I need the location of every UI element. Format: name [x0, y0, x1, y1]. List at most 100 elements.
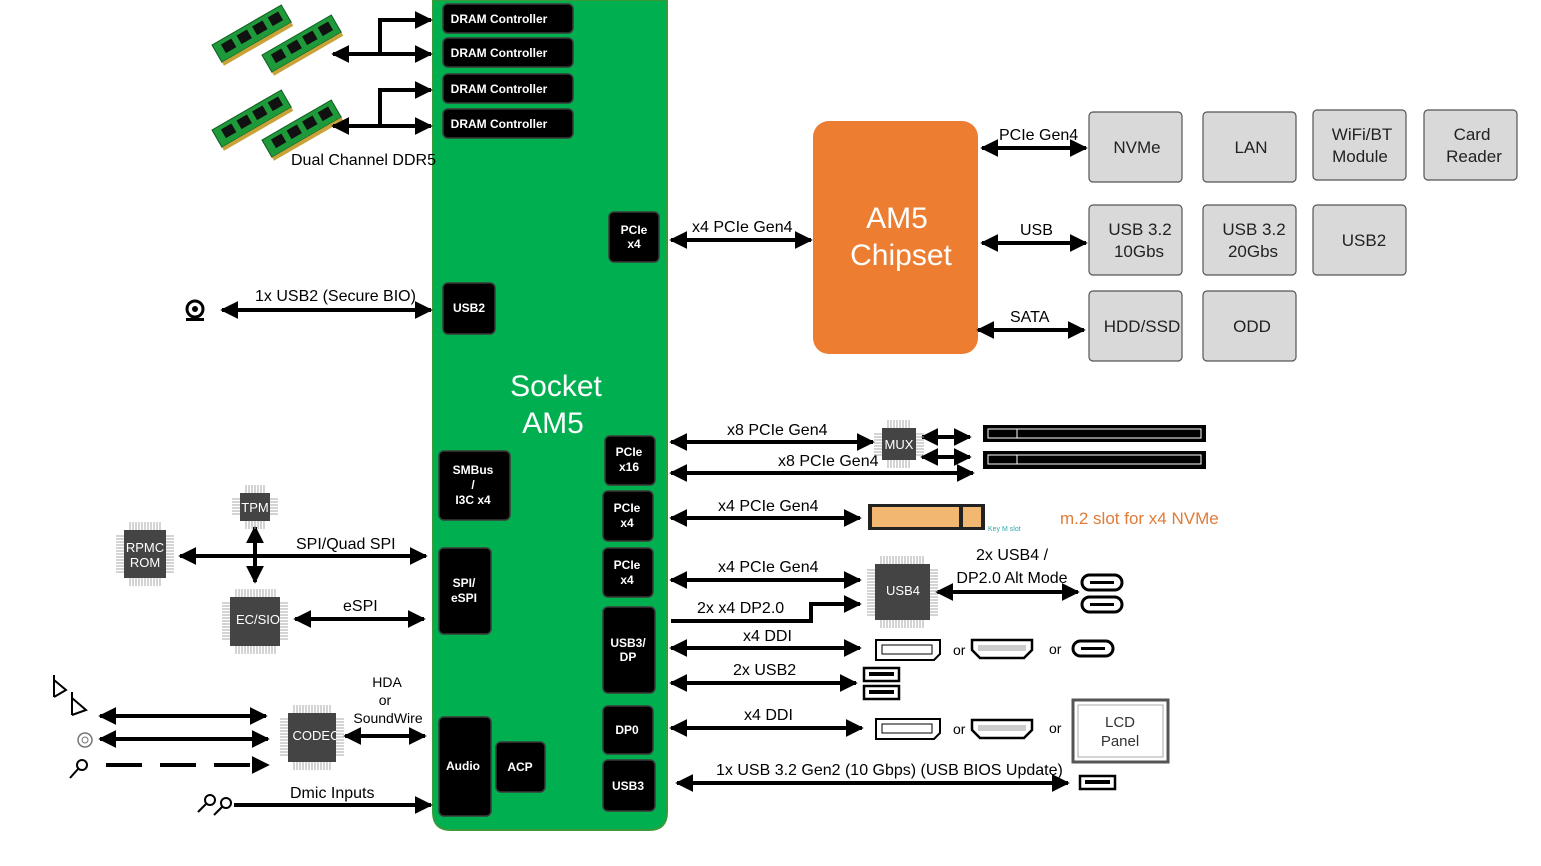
chipset-sata-label: SATA	[1010, 309, 1050, 326]
ddr5-label: Dual Channel DDR5	[291, 152, 436, 169]
svg-text:CODEC: CODEC	[293, 728, 340, 743]
svg-text:10Gbs: 10Gbs	[1114, 242, 1164, 261]
displayport-icon	[875, 639, 941, 661]
svg-text:WiFi/BT: WiFi/BT	[1332, 125, 1392, 144]
svg-text:USB4: USB4	[886, 583, 920, 598]
m2-key-label: Key M slot	[988, 526, 1021, 533]
mux-chip: MUX	[882, 428, 916, 460]
hda-label: HDA	[372, 674, 402, 690]
svg-text:USB 3.2: USB 3.2	[1222, 220, 1285, 239]
chipset-title: AM5	[866, 202, 928, 235]
svg-text:Audio: Audio	[446, 759, 480, 773]
dram-controller: DRAM Controller	[442, 73, 574, 104]
or-label: or	[953, 721, 966, 737]
audio-block: Audio	[438, 716, 492, 817]
m2-slot-icon	[868, 504, 985, 530]
svg-text:ODD: ODD	[1233, 317, 1271, 336]
svg-text:/: /	[471, 478, 475, 492]
dp20-label: 2x x4 DP2.0	[697, 600, 784, 617]
svg-text:NVMe: NVMe	[1113, 138, 1160, 157]
svg-text:EC/SIO: EC/SIO	[236, 612, 280, 627]
acp-block: ACP	[495, 741, 546, 793]
usb-c-port-icon	[1080, 595, 1124, 614]
svg-text:PCIe: PCIe	[616, 445, 643, 459]
usb2-bio-label: 1x USB2 (Secure BIO)	[255, 288, 416, 305]
chip-pins	[116, 420, 938, 770]
device-odd: ODD	[1202, 290, 1297, 362]
usb4-chip: USB4	[875, 564, 930, 620]
device-lan: LAN	[1202, 111, 1297, 183]
usb-c-port-icon	[1071, 639, 1115, 658]
chipset-usb-label: USB	[1020, 222, 1053, 239]
svg-text:ROM: ROM	[130, 555, 160, 570]
svg-text:USB3: USB3	[612, 779, 644, 793]
ddi-label: x4 DDI	[743, 628, 792, 645]
am5-chipset	[813, 121, 978, 354]
svg-text:HDD/SSD: HDD/SSD	[1104, 317, 1181, 336]
or-label: or	[1049, 720, 1062, 736]
svg-text:RPMC: RPMC	[126, 540, 164, 555]
dp20-arrow	[671, 595, 862, 623]
usb-c-port-icon	[1080, 573, 1124, 592]
or-label: or	[953, 642, 966, 658]
usb4-link-label: x4 PCIe Gen4	[718, 559, 819, 576]
svg-text:USB2: USB2	[453, 301, 485, 315]
usb-a-port-icon	[862, 684, 901, 701]
or-label: or	[1049, 641, 1062, 657]
ec-sio-chip: EC/SIO	[230, 597, 280, 646]
chipset-title: Chipset	[850, 239, 952, 272]
m2-slot-label: m.2 slot for x4 NVMe	[1060, 509, 1219, 528]
dp0-block: DP0	[602, 705, 654, 755]
microphone-icon	[69, 759, 88, 779]
dmic-label: Dmic Inputs	[290, 785, 374, 802]
speaker-icon	[53, 675, 88, 716]
smbus-block: SMBus/I3C x4	[438, 450, 511, 521]
espi-label: eSPI	[343, 598, 378, 615]
svg-text:DRAM Controller: DRAM Controller	[451, 82, 548, 96]
svg-text:TPM: TPM	[241, 500, 268, 515]
svg-text:USB 3.2: USB 3.2	[1108, 220, 1171, 239]
svg-text:eSPI: eSPI	[451, 591, 477, 605]
device-hdd-ssd: HDD/SSD	[1088, 290, 1183, 362]
dram-link	[331, 11, 433, 135]
usb4-out-label: DP2.0 Alt Mode	[956, 570, 1067, 587]
usb4-out-label: 2x USB4 /	[976, 547, 1049, 564]
socket-title: AM5	[522, 407, 584, 440]
hdmi-icon	[970, 638, 1034, 660]
m2-link-label: x4 PCIe Gen4	[718, 498, 819, 515]
svg-text:MUX: MUX	[885, 437, 914, 452]
dram-controller: DRAM Controller	[442, 108, 574, 139]
device-usb32-10g: USB 3.2 10Gbs	[1088, 204, 1183, 276]
svg-text:SPI/: SPI/	[453, 576, 476, 590]
hdmi-icon	[970, 718, 1034, 740]
uplink-label: x4 PCIe Gen4	[692, 219, 793, 236]
svg-text:DRAM Controller: DRAM Controller	[451, 12, 548, 26]
usb3-block: USB3	[602, 759, 656, 812]
svg-text:x16: x16	[619, 460, 639, 474]
audio-jack-icon	[77, 732, 93, 748]
x8-label: x8 PCIe Gen4	[727, 422, 828, 439]
svg-text:Reader: Reader	[1446, 147, 1502, 166]
usb2-block: USB2	[442, 282, 496, 335]
spi-label: SPI/Quad SPI	[296, 536, 396, 553]
svg-text:x4: x4	[627, 237, 641, 251]
svg-text:Card: Card	[1454, 125, 1491, 144]
usb-bios-label: 1x USB 3.2 Gen2 (10 Gbps) (USB BIOS Upda…	[716, 762, 1063, 779]
x8-label: x8 PCIe Gen4	[778, 453, 879, 470]
svg-text:USB3/: USB3/	[610, 636, 646, 650]
svg-text:DRAM Controller: DRAM Controller	[451, 46, 548, 60]
dram-controller: DRAM Controller	[442, 3, 574, 34]
pcie-slot-icon	[983, 451, 1206, 469]
svg-text:LAN: LAN	[1234, 138, 1267, 157]
pcie-slot-icon	[983, 425, 1206, 442]
device-usb2: USB2	[1312, 204, 1407, 276]
usb-a-port-icon	[1078, 774, 1117, 791]
